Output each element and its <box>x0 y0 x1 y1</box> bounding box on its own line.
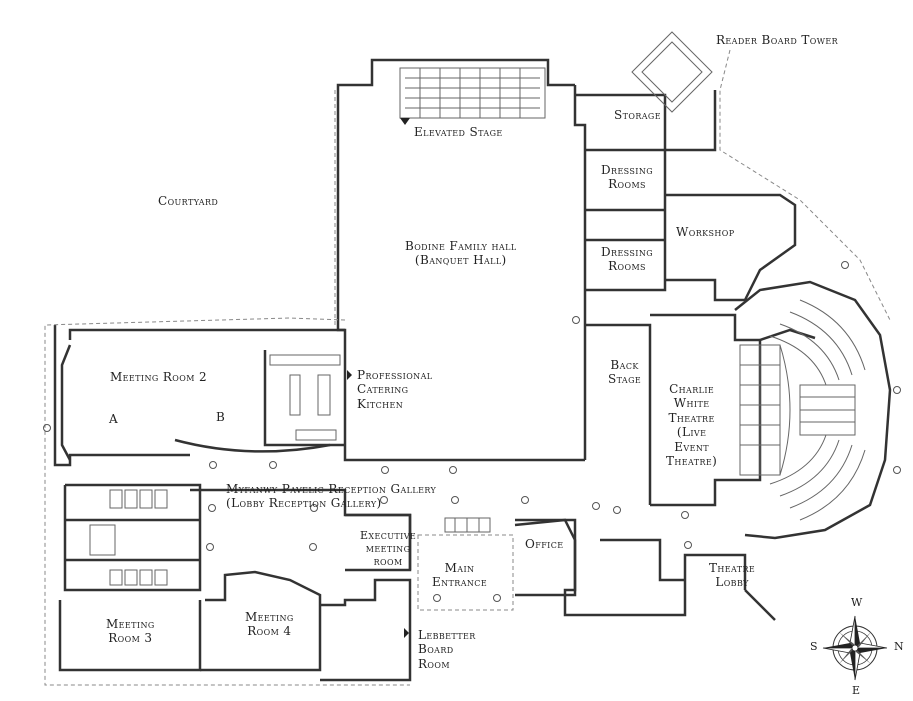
seating-row <box>799 299 866 371</box>
dressing-rooms-wall <box>585 148 667 292</box>
office-label: Office <box>525 537 564 551</box>
theatre-inner-wall <box>759 328 816 342</box>
main-entrance-label: Main Entrance <box>432 561 488 590</box>
reader-board-tower <box>631 31 713 113</box>
executive-room-wall <box>345 513 412 572</box>
office-wall <box>514 518 577 597</box>
seating-row <box>799 449 866 521</box>
compass-west-label: W <box>851 596 863 609</box>
workshop-wall <box>665 193 797 302</box>
reception-gallery-label: Myfanwy Pavelic Reception Gallery (Lobby… <box>226 482 437 511</box>
theatre-lobby-label: Theatre Lobby <box>709 561 756 590</box>
banquet-hall-label: Bodine Family hall (Banquet Hall) <box>405 239 517 268</box>
seating-row <box>789 311 853 376</box>
theatre-label: Charlie White Theatre (Live Event Theatr… <box>666 382 718 468</box>
catering-kitchen-label: Professional Catering Kitchen <box>357 368 433 411</box>
banquet-hall-east-wall <box>573 85 587 460</box>
meeting-room-2-curved-wall <box>174 438 331 453</box>
dressing-rooms-label-2: Dressing Rooms <box>601 245 654 274</box>
compass-rose-icon <box>822 615 888 681</box>
back-stage-wall <box>585 323 652 505</box>
meeting-room-3-label: Meeting Room 3 <box>106 617 155 646</box>
board-room-wall <box>320 578 412 682</box>
elevated-stage-label: Elevated Stage <box>414 125 503 139</box>
kitchen-marker-icon <box>347 370 352 380</box>
site-boundary-west <box>44 317 410 686</box>
meeting-room-3-wall <box>58 600 202 672</box>
banquet-hall-west-wall <box>336 58 575 320</box>
dressing-rooms-label: Dressing Rooms <box>601 163 654 192</box>
stage-marker-icon <box>400 118 410 125</box>
board-room-marker-icon <box>404 628 409 638</box>
workshop-label: Workshop <box>676 225 735 239</box>
seating-row <box>789 444 853 509</box>
section-a-label: A <box>109 412 119 426</box>
office-annex-wall <box>600 538 685 582</box>
compass-south-label: S <box>810 640 818 653</box>
compass-east-label: E <box>852 684 861 697</box>
main-entrance-zone <box>417 534 514 611</box>
meeting-room-2-label: Meeting Room 2 <box>110 370 208 384</box>
back-stage-label: Back Stage <box>608 358 642 387</box>
meeting-room-2-east-wall <box>263 350 345 447</box>
meeting-room-4-label: Meeting Room 4 <box>245 610 294 639</box>
theatre-outer-wall <box>734 280 892 540</box>
executive-room-label: Executive meeting room <box>360 529 417 569</box>
seating-row <box>769 434 827 485</box>
seating-row <box>779 323 840 381</box>
theatre-lobby-wall <box>744 589 776 621</box>
elevated-stage-outline <box>399 67 546 119</box>
seating-row <box>769 335 827 386</box>
compass-north-label: N <box>894 640 904 653</box>
storage-label: Storage <box>614 108 661 122</box>
reader-board-tower-label: Reader Board Tower <box>716 33 838 47</box>
meeting-room-4-wall <box>200 570 322 672</box>
meeting-room-2-north-wall <box>68 328 345 340</box>
meeting-room-2-wall <box>53 325 190 467</box>
restroom-block-wall <box>63 483 202 592</box>
board-room-label: Lebbetter Board Room <box>418 628 476 671</box>
section-b-label: B <box>216 410 226 424</box>
courtyard-label: Courtyard <box>158 194 219 208</box>
meeting-room-2-bay <box>60 344 72 461</box>
site-boundary-east <box>719 49 891 321</box>
seating-row <box>779 439 840 497</box>
